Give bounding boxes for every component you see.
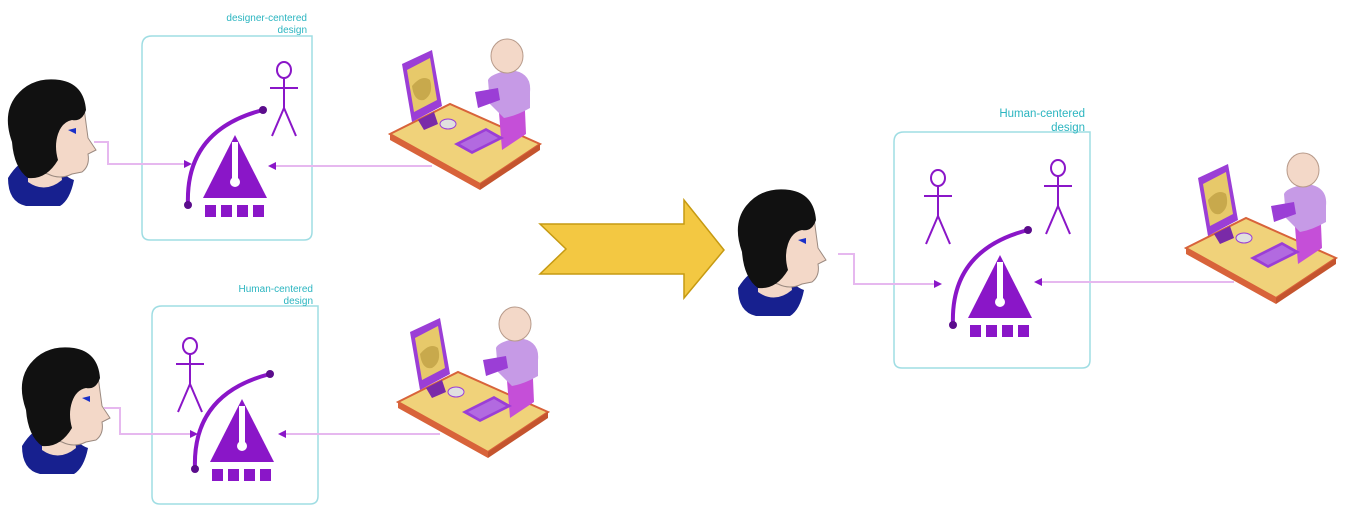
- connector-line: [838, 253, 934, 285]
- connector-line: [94, 141, 184, 165]
- panel-human-centered-right: Human-centered design: [893, 108, 1091, 369]
- stick-figure-icon: [175, 337, 205, 413]
- panel-label-line1: Human-centered: [239, 284, 313, 295]
- metronome-icon: [182, 104, 269, 219]
- metronome-icon: [189, 368, 276, 483]
- person-head-icon: [7, 78, 97, 207]
- panel-label-line1: designer-centered: [226, 13, 307, 24]
- panel-frame: [141, 35, 313, 241]
- person-head-icon: [21, 346, 111, 475]
- panel-label-line2: design: [284, 296, 313, 307]
- panel-label-line2: design: [278, 25, 307, 36]
- computer-user-icon: [397, 306, 549, 459]
- person-head-icon: [737, 188, 827, 317]
- stick-figure-icon: [269, 61, 299, 137]
- transition-arrow-icon: [538, 197, 725, 301]
- panel-label-line2: design: [1051, 122, 1085, 134]
- panel-human-centered-left: Human-centered design: [151, 284, 319, 505]
- stick-figure-icon: [1043, 159, 1073, 235]
- connector-line: [104, 407, 192, 435]
- panel-frame: [151, 305, 319, 505]
- computer-user-icon: [389, 38, 541, 191]
- panel-label-line1: Human-centered: [999, 108, 1085, 120]
- metronome-icon: [947, 224, 1034, 339]
- stick-figure-icon: [923, 169, 953, 245]
- panel-designer-centered: designer-centered design: [141, 13, 313, 241]
- panel-frame: [893, 131, 1091, 369]
